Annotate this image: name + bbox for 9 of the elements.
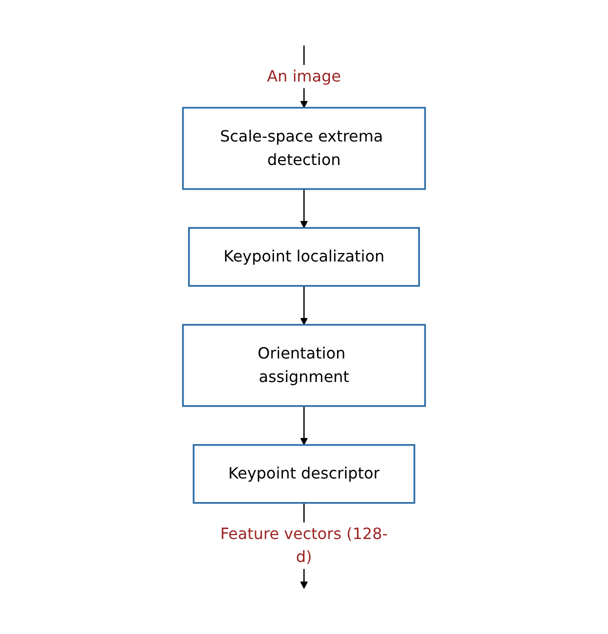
- edge-label: Feature vectors (128-d): [220, 524, 388, 566]
- node-box: Scale-space extrema detection: [182, 106, 426, 190]
- arrow: [300, 286, 308, 326]
- arrow: [300, 189, 308, 228]
- node-box: Orientation assignment: [182, 324, 426, 407]
- node-box: Keypoint descriptor: [192, 444, 416, 504]
- arrow: [300, 406, 308, 446]
- node-box: Keypoint localization: [188, 227, 420, 287]
- edge-label: An image: [267, 68, 341, 86]
